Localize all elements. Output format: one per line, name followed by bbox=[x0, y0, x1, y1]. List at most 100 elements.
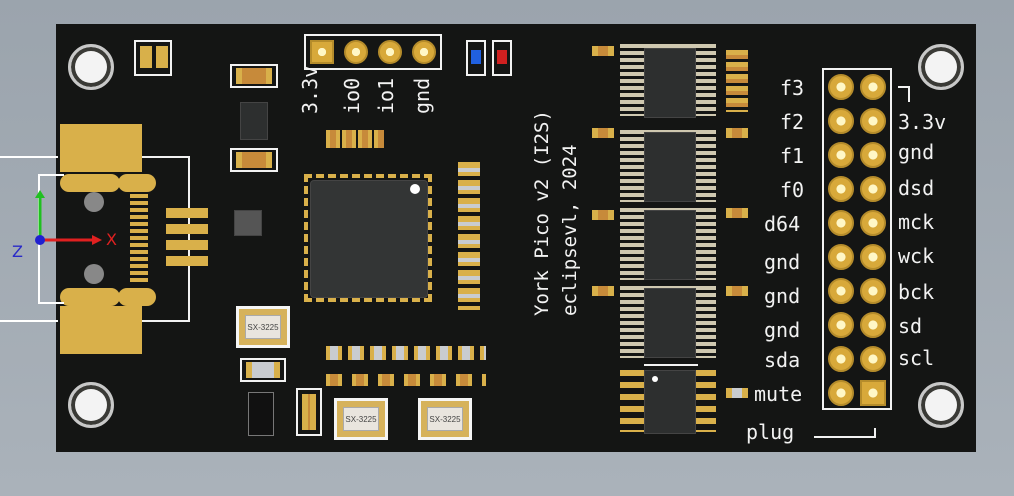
usb-slot bbox=[118, 174, 156, 192]
pin-label-gnd-3: gnd bbox=[764, 318, 801, 342]
top-header-outline bbox=[304, 34, 442, 70]
regulator-chip bbox=[240, 102, 268, 140]
ic-chip bbox=[644, 48, 696, 118]
pin-label-gnd-r: gnd bbox=[898, 140, 935, 164]
usb-shield-bottom bbox=[60, 306, 142, 354]
capacitor bbox=[592, 128, 614, 138]
header-pad-3 bbox=[378, 40, 402, 64]
ic-chip bbox=[644, 132, 696, 202]
usb-hole bbox=[84, 192, 104, 212]
usb-slot bbox=[60, 288, 120, 306]
resistor-array bbox=[458, 162, 480, 310]
pin-label-f0: f0 bbox=[780, 178, 805, 202]
component-outline bbox=[240, 358, 286, 382]
component-outline bbox=[134, 40, 172, 76]
header-label-io1: io1 bbox=[374, 77, 398, 114]
header-label-gnd: gnd bbox=[410, 77, 434, 114]
pin-label-f3: f3 bbox=[780, 76, 805, 100]
header-pin bbox=[828, 312, 854, 338]
capacitor bbox=[726, 128, 748, 138]
usb-shield-top bbox=[60, 124, 142, 172]
mounting-hole bbox=[68, 44, 114, 90]
capacitor bbox=[592, 46, 614, 56]
usb-pad bbox=[166, 224, 208, 234]
capacitor bbox=[236, 68, 272, 84]
resistor-row bbox=[326, 346, 486, 360]
header-pin bbox=[828, 380, 854, 406]
pin-label-f2: f2 bbox=[780, 110, 805, 134]
header-pin bbox=[828, 278, 854, 304]
header-pin bbox=[860, 312, 886, 338]
resistor bbox=[246, 362, 280, 378]
main-header-outline bbox=[822, 68, 892, 410]
pcb-board: 3.3v io0 io1 gnd SX-3225 SX-3225 SX-3225… bbox=[56, 24, 976, 452]
capacitor bbox=[140, 46, 152, 68]
header-label-3v3: 3.3v bbox=[298, 65, 322, 114]
header-pad-1 bbox=[310, 40, 334, 64]
led-outline bbox=[492, 40, 512, 76]
header-pad-4 bbox=[412, 40, 436, 64]
regulator-chip bbox=[248, 392, 274, 436]
pin-label-mck: mck bbox=[898, 210, 935, 234]
pin-label-dsd: dsd bbox=[898, 176, 935, 200]
pin-label-mute: mute bbox=[754, 382, 803, 406]
header-pin bbox=[828, 346, 854, 372]
crystal-label: SX-3225 bbox=[245, 315, 281, 339]
header-pin bbox=[860, 108, 886, 134]
pin-label-sd: sd bbox=[898, 314, 923, 338]
x-axis-arrow bbox=[92, 235, 102, 245]
crystal-3: SX-3225 bbox=[418, 398, 472, 440]
header-pin-1 bbox=[860, 380, 886, 406]
header-pin bbox=[828, 142, 854, 168]
capacitor bbox=[726, 208, 748, 218]
pin-label-bck: bck bbox=[898, 280, 935, 304]
resistor-row bbox=[326, 130, 384, 148]
resistor bbox=[156, 46, 168, 68]
header-pin bbox=[860, 346, 886, 372]
pin-label-3v3: 3.3v bbox=[898, 110, 947, 134]
header-pin bbox=[828, 210, 854, 236]
header-pad-2 bbox=[344, 40, 368, 64]
z-axis-label: Z bbox=[12, 242, 23, 261]
header-pin bbox=[860, 74, 886, 100]
mcu-pads bbox=[304, 174, 432, 302]
pin-label-f1: f1 bbox=[780, 144, 805, 168]
led-red bbox=[497, 50, 507, 64]
crystal-label: SX-3225 bbox=[427, 407, 463, 431]
inductor bbox=[234, 210, 262, 236]
header-pin bbox=[828, 176, 854, 202]
component-outline bbox=[230, 148, 278, 172]
pin-label-d64: d64 bbox=[764, 212, 801, 236]
header-pin bbox=[860, 176, 886, 202]
usb-pins bbox=[130, 194, 148, 282]
usb-slot bbox=[60, 174, 120, 192]
header-pin bbox=[860, 278, 886, 304]
usb-hole bbox=[84, 264, 104, 284]
component-outline bbox=[296, 388, 322, 436]
header-pin bbox=[828, 108, 854, 134]
axis-outline bbox=[0, 156, 58, 322]
header-pin bbox=[860, 210, 886, 236]
crystal-label: SX-3225 bbox=[343, 407, 379, 431]
pin-label-wck: wck bbox=[898, 244, 935, 268]
header-label-io0: io0 bbox=[340, 77, 364, 114]
pin-label-sda: sda bbox=[764, 348, 801, 372]
capacitor bbox=[592, 286, 614, 296]
board-title: York Pico v2 (I2S) bbox=[531, 110, 553, 316]
x-axis-label: X bbox=[106, 230, 117, 249]
plug-line bbox=[814, 428, 876, 438]
z-axis-origin bbox=[35, 235, 45, 245]
axis-gizmo bbox=[35, 190, 102, 245]
usb-pad bbox=[166, 208, 208, 218]
header-pin bbox=[860, 142, 886, 168]
capacitor bbox=[302, 394, 316, 430]
mounting-hole bbox=[918, 44, 964, 90]
header-pin bbox=[860, 244, 886, 270]
pin-label-gnd-2: gnd bbox=[764, 284, 801, 308]
usb-slot bbox=[118, 288, 156, 306]
y-axis-arrow bbox=[35, 190, 45, 198]
plug-label: plug bbox=[746, 420, 795, 444]
resistor bbox=[726, 388, 748, 398]
resistor-array bbox=[726, 50, 748, 112]
mcu-chip bbox=[310, 180, 428, 298]
